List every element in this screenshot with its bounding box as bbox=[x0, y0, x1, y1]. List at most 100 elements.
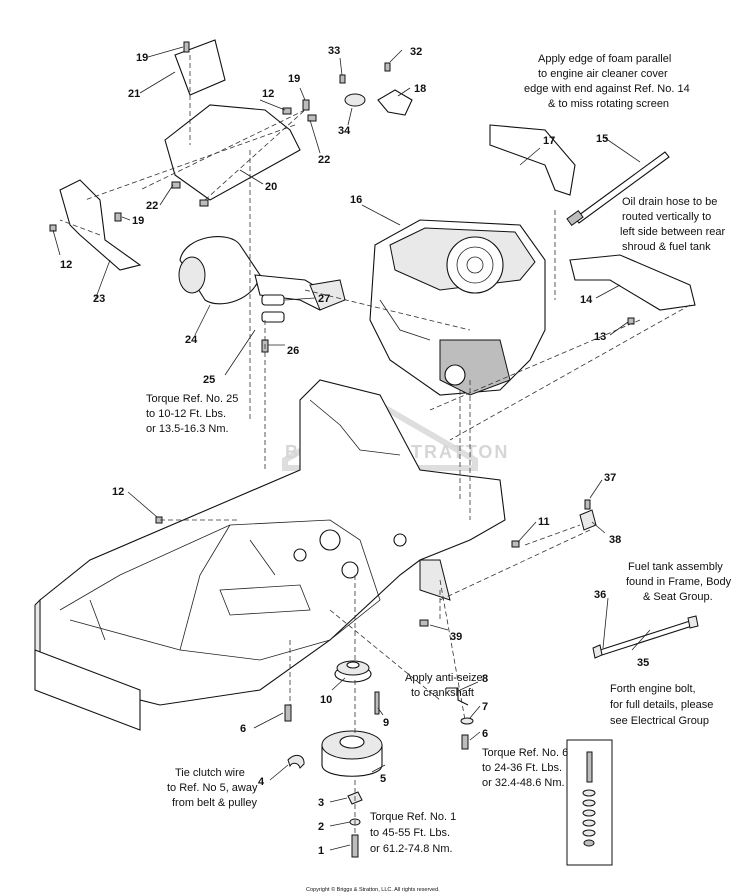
callout-22: 22 bbox=[146, 200, 158, 212]
svg-text:or 13.5-16.3 Nm.: or 13.5-16.3 Nm. bbox=[146, 423, 229, 435]
svg-text:Torque Ref. No. 1: Torque Ref. No. 1 bbox=[370, 811, 456, 823]
heat-shield-21 bbox=[174, 39, 226, 96]
callout-12: 12 bbox=[60, 259, 72, 271]
callout-36: 36 bbox=[594, 589, 606, 601]
callout-10: 10 bbox=[320, 694, 332, 706]
svg-text:see Electrical Group: see Electrical Group bbox=[610, 715, 709, 727]
callout-3: 3 bbox=[318, 797, 324, 809]
callout-19: 19 bbox=[132, 215, 144, 227]
callout-13: 13 bbox=[594, 331, 606, 343]
exhaust-gasket bbox=[261, 294, 285, 306]
note-tie-clutch: Tie clutch wire to Ref. No 5, away from … bbox=[167, 767, 258, 809]
callout-35: 35 bbox=[637, 657, 649, 669]
callout-16: 16 bbox=[350, 194, 362, 206]
engine bbox=[369, 219, 546, 396]
note-forth-bolt: Forth engine bolt, for full details, ple… bbox=[610, 683, 713, 727]
callout-22: 22 bbox=[318, 154, 330, 166]
svg-text:to 45-55 Ft. Lbs.: to 45-55 Ft. Lbs. bbox=[370, 827, 450, 839]
engine-pulley bbox=[334, 660, 372, 683]
svg-text:left side between rear: left side between rear bbox=[620, 226, 726, 238]
svg-text:& Seat Group.: & Seat Group. bbox=[643, 591, 713, 603]
throttle-bracket bbox=[377, 89, 413, 116]
callout-6: 6 bbox=[482, 728, 488, 740]
svg-text:from belt & pulley: from belt & pulley bbox=[172, 797, 257, 809]
note-anti-seize: Apply anti-seize to crankshaft bbox=[405, 672, 483, 699]
note-torque-25: Torque Ref. No. 25 to 10-12 Ft. Lbs. or … bbox=[146, 393, 238, 435]
callout-24: 24 bbox=[185, 334, 198, 346]
chassis-frame bbox=[34, 379, 506, 731]
note-foam: Apply edge of foam parallel to engine ai… bbox=[524, 53, 690, 110]
assembly-lines bbox=[59, 55, 691, 835]
callout-7: 7 bbox=[482, 701, 488, 713]
callout-34: 34 bbox=[338, 125, 351, 137]
svg-text:& to miss rotating screen: & to miss rotating screen bbox=[548, 98, 669, 110]
svg-text:edge with end against Ref. No.: edge with end against Ref. No. 14 bbox=[524, 83, 690, 95]
callout-8: 8 bbox=[482, 673, 488, 685]
callout-17: 17 bbox=[543, 135, 555, 147]
callout-2: 2 bbox=[318, 821, 324, 833]
heat-shield-20 bbox=[164, 104, 301, 201]
svg-text:or 32.4-48.6 Nm.: or 32.4-48.6 Nm. bbox=[482, 777, 565, 789]
forth-bolt-box bbox=[566, 739, 613, 866]
svg-text:Tie clutch wire: Tie clutch wire bbox=[175, 767, 245, 779]
svg-text:to engine air cleaner cover: to engine air cleaner cover bbox=[538, 68, 668, 80]
svg-text:to 24-36 Ft. Lbs.: to 24-36 Ft. Lbs. bbox=[482, 762, 562, 774]
svg-text:shroud & fuel tank: shroud & fuel tank bbox=[622, 241, 711, 253]
grommet bbox=[344, 93, 366, 107]
svg-text:to crankshaft: to crankshaft bbox=[411, 687, 474, 699]
hardware bbox=[49, 41, 635, 750]
svg-text:routed vertically to: routed vertically to bbox=[622, 211, 711, 223]
callout-33: 33 bbox=[328, 45, 340, 57]
note-fuel-tank: Fuel tank assembly found in Frame, Body … bbox=[626, 561, 732, 603]
exhaust-gasket-2 bbox=[261, 311, 285, 323]
note-oil-drain: Oil drain hose to be routed vertically t… bbox=[620, 196, 726, 253]
svg-text:found in Frame, Body: found in Frame, Body bbox=[626, 576, 732, 588]
side-shield-23 bbox=[59, 179, 142, 271]
svg-text:Torque Ref. No. 6: Torque Ref. No. 6 bbox=[482, 747, 568, 759]
note-torque-6: Torque Ref. No. 6 to 24-36 Ft. Lbs. or 3… bbox=[482, 747, 568, 789]
callout-5: 5 bbox=[380, 773, 386, 785]
callout-1: 1 bbox=[318, 845, 324, 857]
svg-text:Apply anti-seize: Apply anti-seize bbox=[405, 672, 483, 684]
callout-25: 25 bbox=[203, 374, 215, 386]
callout-15: 15 bbox=[596, 133, 608, 145]
callout-12: 12 bbox=[262, 88, 274, 100]
callout-23: 23 bbox=[93, 293, 105, 305]
svg-text:Forth engine bolt,: Forth engine bolt, bbox=[610, 683, 696, 695]
callout-19: 19 bbox=[136, 52, 148, 64]
svg-text:to 10-12 Ft. Lbs.: to 10-12 Ft. Lbs. bbox=[146, 408, 226, 420]
svg-text:or 61.2-74.8 Nm.: or 61.2-74.8 Nm. bbox=[370, 843, 453, 855]
callout-14: 14 bbox=[580, 294, 593, 306]
clutch-wire-tie bbox=[287, 754, 305, 769]
callout-12: 12 bbox=[112, 486, 124, 498]
svg-text:Apply edge of foam parallel: Apply edge of foam parallel bbox=[538, 53, 671, 65]
callout-21: 21 bbox=[128, 88, 140, 100]
callout-26: 26 bbox=[287, 345, 299, 357]
callout-labels: 19 21 12 19 22 20 22 19 12 23 24 27 26 2… bbox=[60, 45, 649, 857]
callout-37: 37 bbox=[604, 472, 616, 484]
callout-11: 11 bbox=[538, 516, 550, 528]
svg-text:Oil drain hose to be: Oil drain hose to be bbox=[622, 196, 717, 208]
oil-drain-hose bbox=[566, 151, 670, 227]
callout-27: 27 bbox=[318, 293, 330, 305]
svg-text:for full details, please: for full details, please bbox=[610, 699, 713, 711]
callout-38: 38 bbox=[609, 534, 621, 546]
muffler bbox=[178, 236, 346, 311]
engine-bolt-kit bbox=[582, 751, 596, 847]
callout-39: 39 bbox=[450, 631, 462, 643]
rear-shroud bbox=[569, 254, 696, 311]
leader-lines bbox=[52, 46, 651, 851]
callout-19: 19 bbox=[288, 73, 300, 85]
pto-clutch bbox=[321, 730, 383, 777]
callout-20: 20 bbox=[265, 181, 277, 193]
svg-text:Torque Ref. No. 25: Torque Ref. No. 25 bbox=[146, 393, 238, 405]
copyright: Copyright © Briggs & Stratton, LLC. All … bbox=[306, 886, 440, 893]
svg-text:Fuel tank assembly: Fuel tank assembly bbox=[628, 561, 723, 573]
callout-6: 6 bbox=[240, 723, 246, 735]
callout-18: 18 bbox=[414, 83, 426, 95]
callout-32: 32 bbox=[410, 46, 422, 58]
svg-text:to Ref. No 5, away: to Ref. No 5, away bbox=[167, 782, 258, 794]
callout-9: 9 bbox=[383, 717, 389, 729]
note-torque-1: Torque Ref. No. 1 to 45-55 Ft. Lbs. or 6… bbox=[370, 811, 456, 855]
